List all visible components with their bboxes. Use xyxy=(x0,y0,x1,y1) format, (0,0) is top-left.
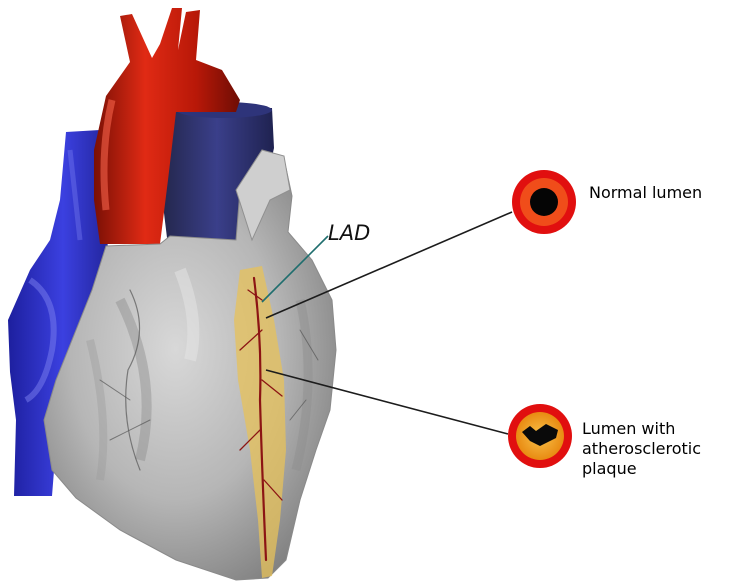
lad-label: LAD xyxy=(328,221,370,245)
plaque-lumen-pointer-line xyxy=(265,369,509,435)
aorta xyxy=(94,8,240,244)
lad-pointer-line xyxy=(261,235,329,303)
coronary-arteries xyxy=(99,276,319,562)
normal-lumen-icon xyxy=(512,170,576,234)
plaque-lumen-icon xyxy=(508,404,572,468)
plaque-lumen-label-line3: plaque xyxy=(582,459,637,478)
plaque-lumen-label-line1: Lumen with xyxy=(582,419,675,438)
plaque-lumen-label-line2: atherosclerotic xyxy=(582,439,701,458)
vena-cava xyxy=(8,130,118,496)
normal-lumen-pointer-line xyxy=(265,211,513,319)
normal-lumen-label: Normal lumen xyxy=(589,183,702,202)
